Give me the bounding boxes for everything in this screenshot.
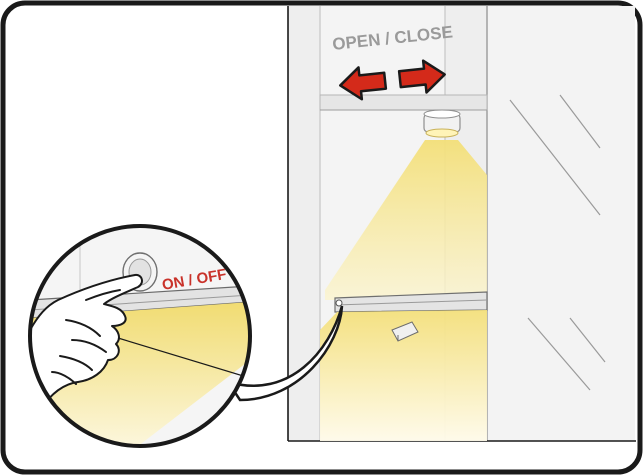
top-shelf (320, 95, 487, 110)
ceiling-puck-lamp-icon (424, 110, 460, 137)
glass-door (487, 6, 635, 441)
